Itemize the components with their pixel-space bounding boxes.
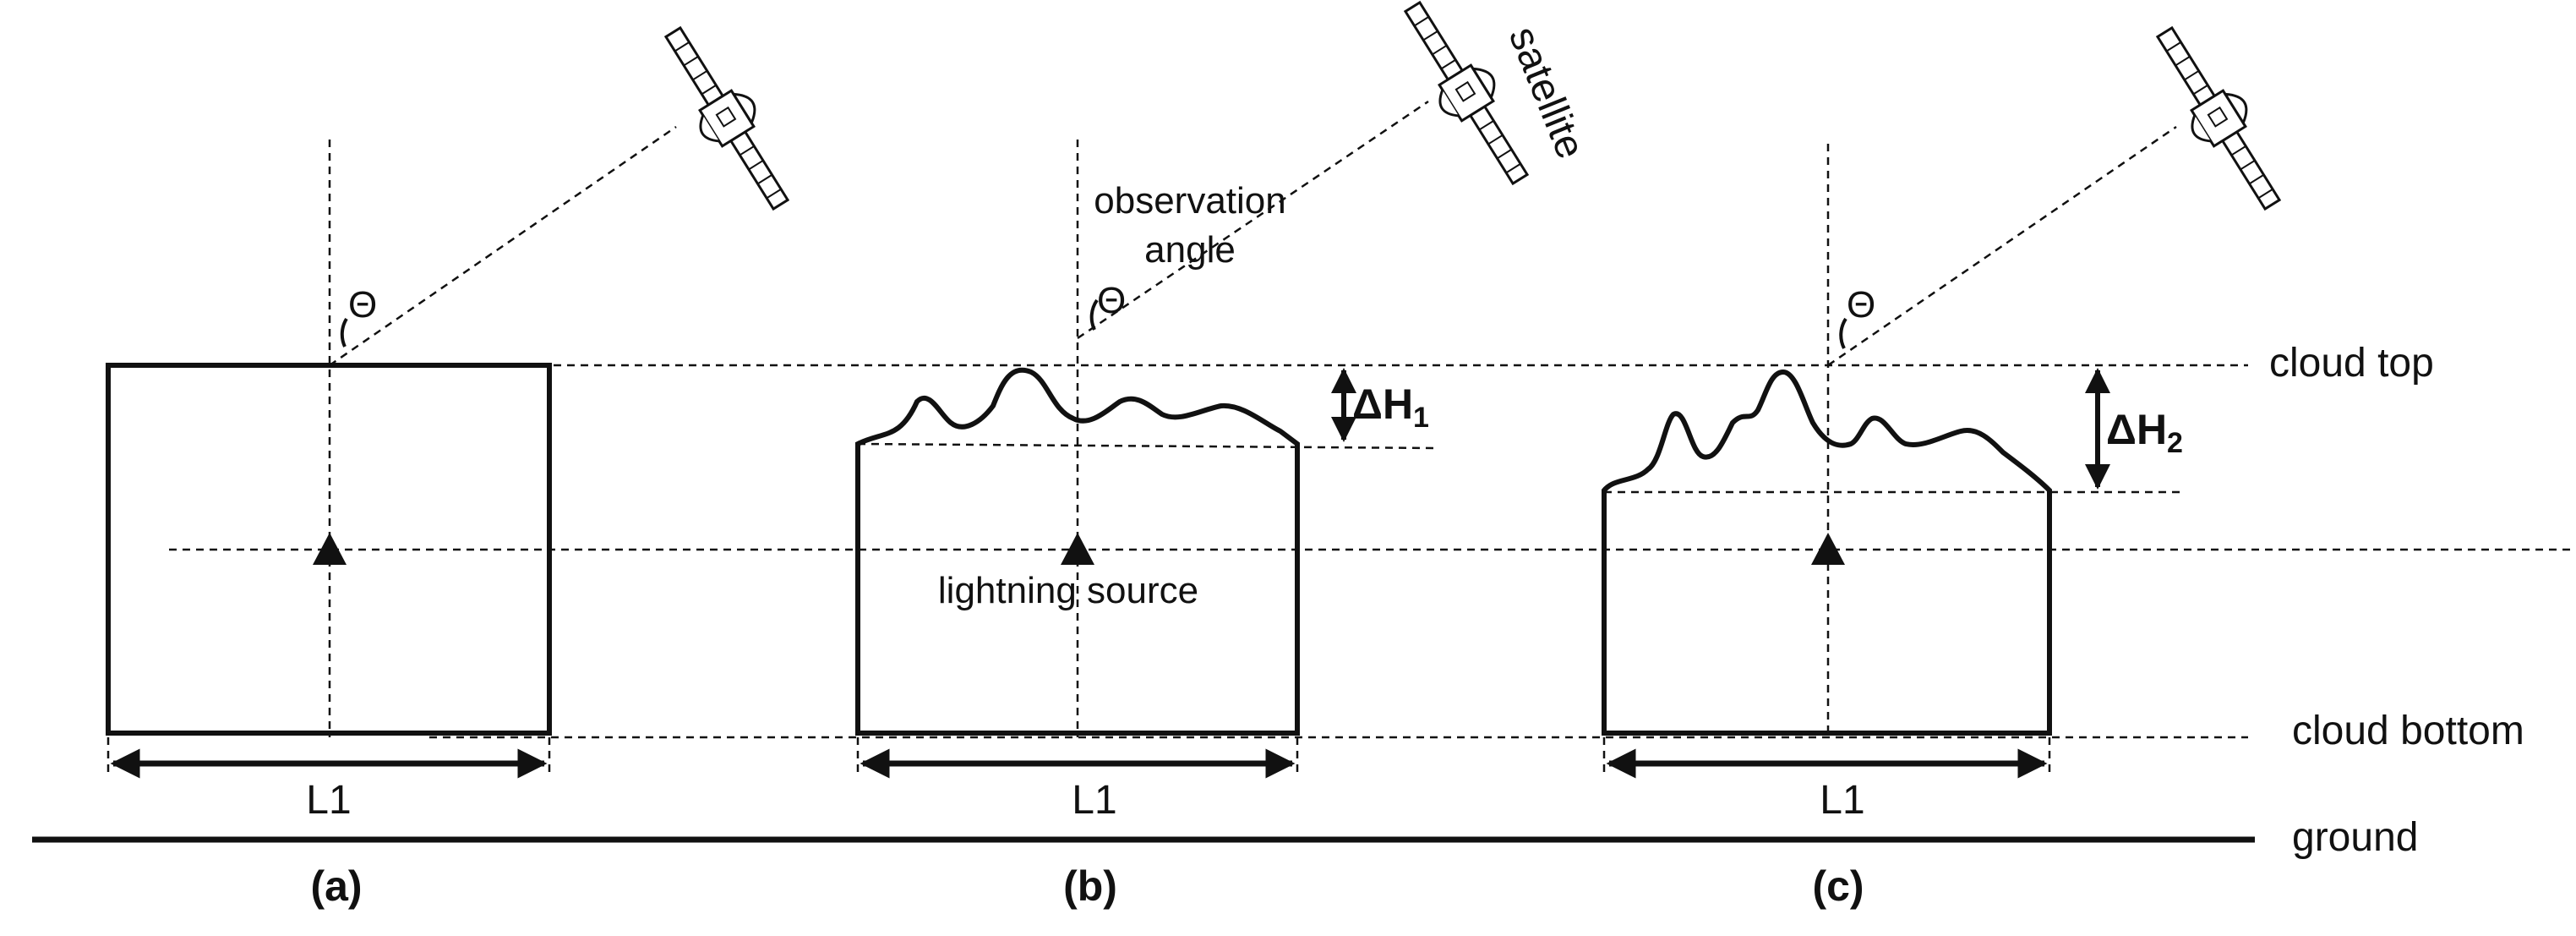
panel-a: Θ L1 (a) <box>106 14 808 910</box>
satellite-label: satellite <box>1500 20 1593 165</box>
panel-caption-a: (a) <box>310 862 362 910</box>
observation-angle-label: observation <box>1094 180 1285 222</box>
width-label-b: L1 <box>1072 778 1116 823</box>
panel-b: Θ observation angle lightning source ΔH1… <box>855 0 1593 910</box>
satellite-icon-c <box>2139 14 2300 222</box>
line-of-sight-b <box>1077 100 1429 340</box>
width-label-c: L1 <box>1820 778 1864 823</box>
cloud-shape-b <box>855 367 1300 736</box>
theta-label-a: Θ <box>348 284 377 326</box>
lightning-source-marker-c <box>1811 533 1845 565</box>
theta-label-b: Θ <box>1097 280 1126 321</box>
panel-caption-b: (b) <box>1063 862 1117 910</box>
cloud-box-a <box>106 363 552 736</box>
satellite-icon-a <box>647 14 808 222</box>
panel-c: Θ ΔH2 L1 (c) <box>1602 14 2300 910</box>
angle-arc-a <box>340 317 348 348</box>
line-of-sight-c <box>1827 125 2177 367</box>
reference-top-line-b <box>857 442 1438 450</box>
delta-h2-label: ΔH2 <box>2106 406 2183 459</box>
theta-label-c: Θ <box>1847 284 1875 326</box>
lightning-source-label: lightning source <box>938 570 1198 611</box>
lightning-source-marker-b <box>1061 533 1094 565</box>
panel-caption-c: (c) <box>1812 862 1864 910</box>
observation-angle-label-line2: angle <box>1144 229 1236 271</box>
cloud-bottom-label: cloud bottom <box>2292 709 2524 753</box>
cloud-top-label: cloud top <box>2269 341 2434 386</box>
cloud-shape-c <box>1602 369 2052 736</box>
lightning-source-marker-a <box>313 533 347 565</box>
angle-arc-b <box>1089 298 1099 331</box>
delta-h1-label: ΔH1 <box>1352 380 1429 434</box>
line-of-sight-a <box>329 125 677 367</box>
ground-label: ground <box>2292 815 2418 860</box>
angle-arc-c <box>1839 317 1847 349</box>
width-label-a: L1 <box>306 778 351 823</box>
